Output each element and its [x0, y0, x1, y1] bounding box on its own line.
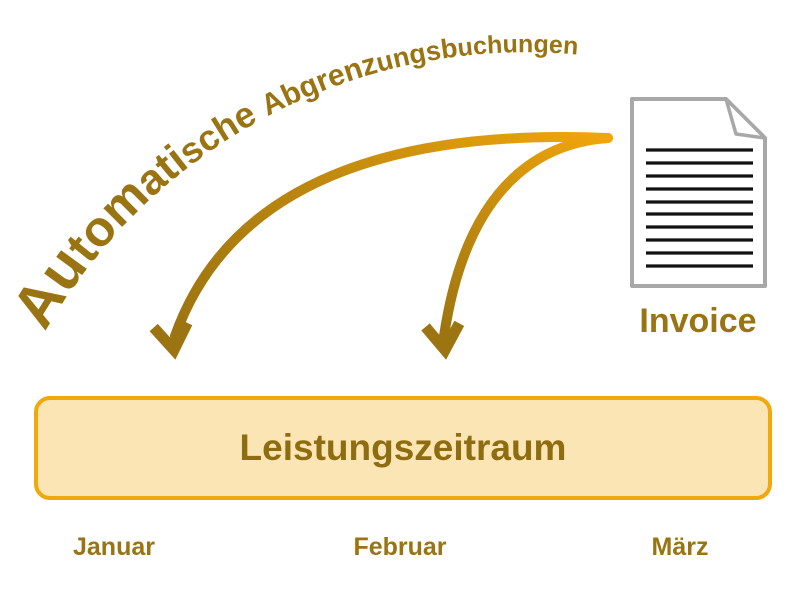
month-label-januar: Januar	[73, 533, 155, 561]
arched-title-segment: ungsb	[373, 33, 459, 78]
service-period-label: Leistungszeitraum	[239, 427, 567, 468]
month-label-maerz: März	[651, 533, 709, 561]
document-text-lines	[646, 148, 753, 268]
arched-title-segment: Abgrenz	[256, 47, 381, 122]
accrual-arrow-long	[170, 132, 613, 341]
arched-title: Automatische Abgrenzungsbuchungen	[0, 30, 579, 339]
arrowhead-february-icon	[421, 320, 465, 360]
month-label-februar: Februar	[353, 533, 447, 561]
arched-title-segment: uchungen	[456, 30, 579, 62]
service-period-box: Leistungszeitraum	[34, 396, 772, 500]
arrowhead-january-icon	[149, 320, 193, 360]
invoice-document-icon	[630, 97, 767, 288]
document-folded-corner	[724, 97, 767, 140]
invoice-label: Invoice	[639, 302, 757, 340]
arched-title-segment: sche	[170, 87, 271, 172]
accrual-arrow-short	[439, 133, 613, 341]
